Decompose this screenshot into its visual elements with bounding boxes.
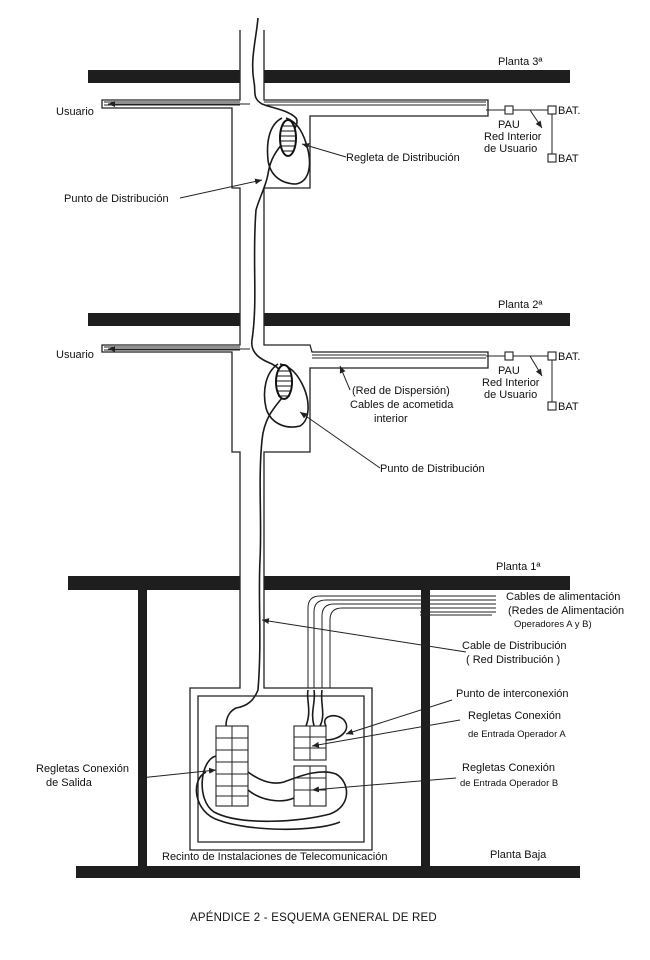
label-pau-3: PAU	[498, 119, 520, 131]
label-recinto: Recinto de Instalaciones de Telecomunica…	[162, 851, 387, 863]
floor3-loop	[266, 117, 311, 185]
label-bat-3: BAT	[558, 153, 579, 165]
column-left	[138, 590, 147, 866]
label-red-interior-3b: de Usuario	[484, 143, 537, 155]
leader-lines	[139, 143, 467, 793]
dispersion-duct-3	[104, 101, 486, 106]
floor-slab-1	[68, 576, 240, 590]
label-red-interior-3a: Red Interior	[484, 131, 542, 143]
label-usuario-2: Usuario	[56, 349, 94, 361]
floor-slab-2-right	[264, 313, 570, 326]
label-punto-distribucion-2: Punto de Distribución	[380, 463, 485, 475]
column-right	[421, 590, 430, 866]
label-planta-baja: Planta Baja	[490, 849, 547, 861]
label-entrada-operador-a: de Entrada Operador A	[468, 729, 566, 740]
label-regleta-distribucion: Regleta de Distribución	[346, 152, 460, 164]
distribution-cable	[225, 17, 298, 727]
floor-slab-3-right	[264, 70, 570, 83]
label-punto-distribucion-3: Punto de Distribución	[64, 193, 169, 205]
regleta-distribucion-3	[279, 119, 297, 157]
diagram-caption: APÉNDICE 2 - ESQUEMA GENERAL DE RED	[190, 911, 437, 924]
riser-shaft	[101, 30, 489, 851]
label-red-dispersion: (Red de Dispersión)	[352, 385, 450, 397]
floor-slab-3	[88, 70, 240, 83]
label-planta-2: Planta 2ª	[498, 299, 543, 311]
jumper-loops	[195, 714, 348, 831]
dispersion-duct-2	[104, 346, 486, 359]
label-cables-alimentacion: Cables de alimentación	[506, 591, 620, 603]
label-bat-dot-2: BAT.	[558, 351, 580, 363]
floor-slab-1-right	[264, 576, 570, 590]
pau-network-2	[486, 351, 557, 411]
label-usuario-3: Usuario	[56, 106, 94, 118]
label-regletas-conexion-a: Regletas Conexión	[468, 710, 561, 722]
floor-slab-2	[88, 313, 240, 326]
label-planta-3: Planta 3ª	[498, 56, 543, 68]
label-bat-dot-3: BAT.	[558, 105, 580, 117]
label-planta-1: Planta 1ª	[496, 561, 541, 573]
regleta-distribucion-2	[275, 364, 293, 400]
label-regletas-conexion-b: Regletas Conexión	[462, 762, 555, 774]
label-cable-distribucion: Cable de Distribución	[462, 640, 567, 652]
feeder-cables	[307, 595, 496, 688]
riser-shaft-inner	[197, 695, 365, 843]
label-red-interior-2b: de Usuario	[484, 389, 537, 401]
floor2-loop	[263, 363, 309, 428]
label-redes-alimentacion: (Redes de Alimentación	[508, 605, 624, 617]
label-cables-acometida-1: Cables de acometida	[350, 399, 454, 411]
label-punto-interconexion: Punto de interconexión	[456, 688, 569, 700]
label-cables-acometida-2: interior	[374, 413, 408, 425]
floor-slab-ground	[76, 866, 580, 878]
label-entrada-operador-b: de Entrada Operador B	[460, 778, 558, 789]
label-operadores: Operadores A y B)	[514, 619, 592, 630]
regletas-salida	[215, 725, 249, 807]
label-bat-2: BAT	[558, 401, 579, 413]
pau-network-3	[486, 105, 557, 163]
label-red-distribucion: ( Red Distribución )	[466, 654, 560, 666]
label-regletas-salida-2: de Salida	[46, 777, 93, 789]
label-pau-2: PAU	[498, 365, 520, 377]
label-red-interior-2a: Red Interior	[482, 377, 540, 389]
feeder-ends	[305, 689, 324, 727]
regletas-operador-a	[293, 725, 327, 761]
label-regletas-salida-1: Regletas Conexión	[36, 763, 129, 775]
